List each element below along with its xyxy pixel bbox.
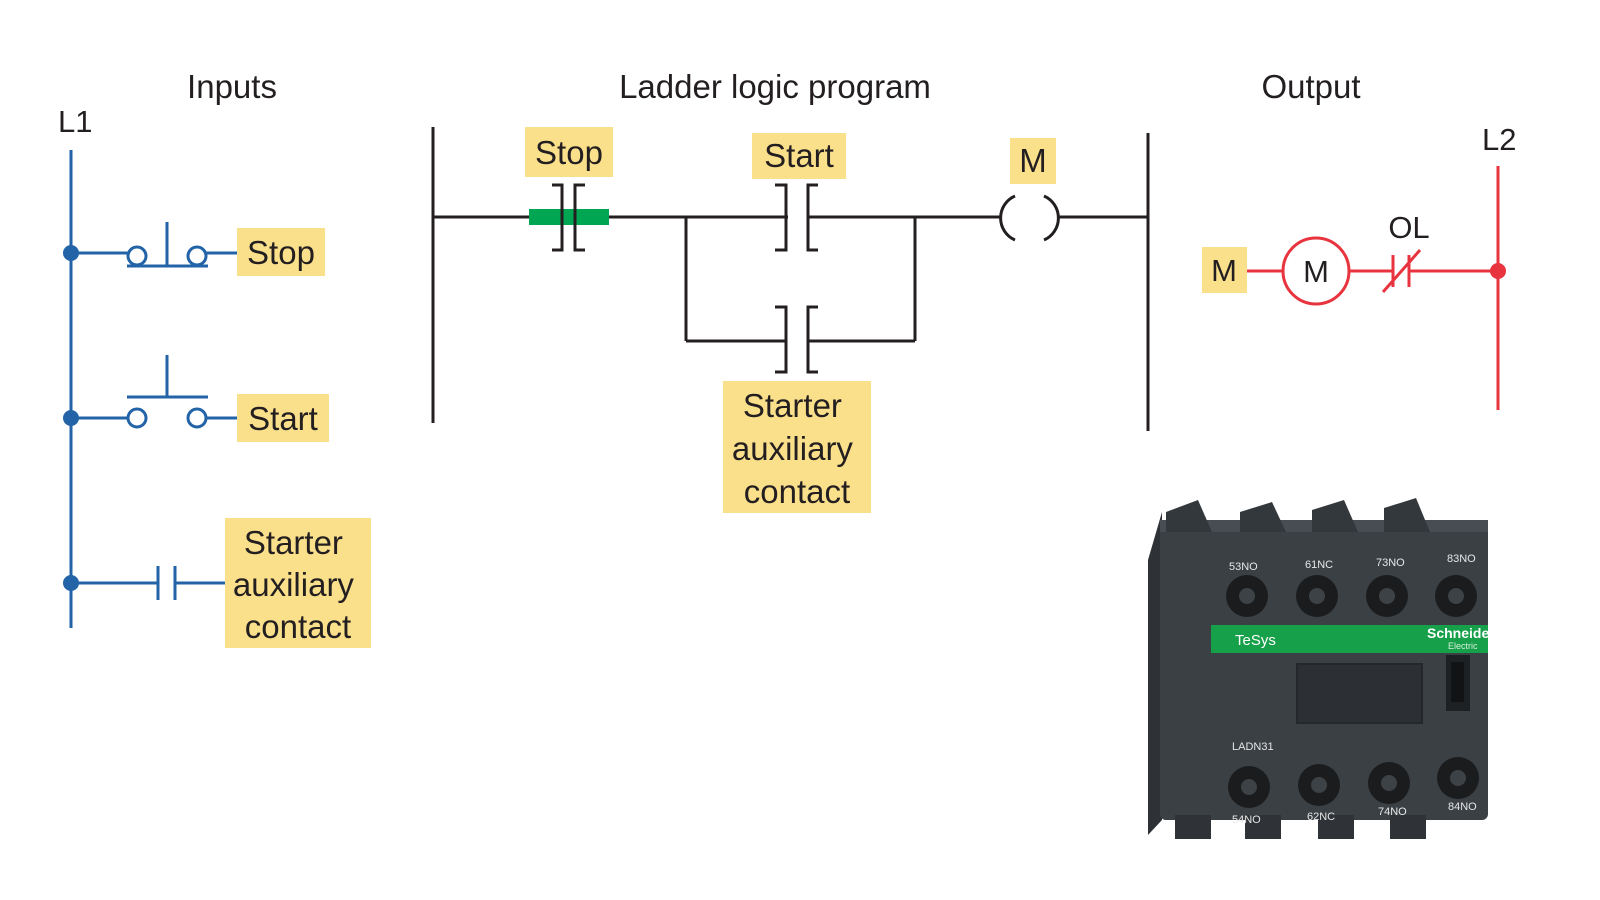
brand-name: Schneider — [1427, 625, 1495, 641]
bottom-screws — [1228, 757, 1479, 808]
overload-label: OL — [1388, 210, 1429, 245]
brand-band — [1211, 625, 1488, 653]
input-start-label: Start — [248, 400, 318, 437]
input-stop-pushbutton — [63, 222, 237, 268]
model-label: LADN31 — [1232, 741, 1274, 753]
terminal-73no: 73NO — [1376, 557, 1405, 569]
input-aux-contact — [63, 566, 225, 600]
ladder-start-contact — [775, 183, 818, 252]
input-start-pushbutton — [63, 355, 237, 429]
motor-label: M — [1303, 254, 1329, 289]
output-motor: M — [1281, 236, 1351, 306]
terminal-74no: 74NO — [1378, 806, 1407, 818]
ladder-stop-contact — [529, 183, 609, 252]
ladder-coil-label: M — [1019, 142, 1047, 179]
ladder-section: Stop Start Starter auxiliary contact M — [431, 127, 1150, 513]
rail-label-l1: L1 — [58, 104, 92, 139]
terminal-83no: 83NO — [1447, 553, 1476, 565]
output-m-label: M — [1211, 253, 1237, 288]
ladder-coil — [999, 194, 1060, 242]
ladder-stop-label: Stop — [535, 134, 603, 171]
series-label: TeSys — [1235, 632, 1276, 649]
ladder-aux-label: Starter auxiliary contact — [732, 387, 862, 510]
ladder-aux-contact — [775, 305, 818, 374]
top-screws — [1226, 575, 1477, 617]
input-stop-label: Stop — [247, 234, 315, 271]
terminal-84no: 84NO — [1448, 801, 1477, 813]
terminal-61nc: 61NC — [1305, 559, 1333, 571]
rail-label-l2: L2 — [1482, 122, 1516, 157]
ladder-start-label: Start — [764, 137, 834, 174]
output-heading: Output — [1261, 68, 1360, 105]
terminal-53no: 53NO — [1229, 561, 1258, 573]
input-aux-label: Starter auxiliary contact — [233, 524, 363, 645]
inputs-section: L1 Stop Start — [58, 104, 371, 648]
terminal-62nc: 62NC — [1307, 811, 1335, 823]
inputs-heading: Inputs — [187, 68, 277, 105]
output-section: L2 M M OL — [1202, 122, 1516, 410]
aux-contact-block-image: 53NO 61NC 73NO 83NO TeSys Schneider Elec… — [1148, 498, 1495, 839]
terminal-54no: 54NO — [1232, 814, 1261, 826]
brand-sub: Electric — [1448, 641, 1478, 651]
ladder-heading: Ladder logic program — [619, 68, 931, 105]
